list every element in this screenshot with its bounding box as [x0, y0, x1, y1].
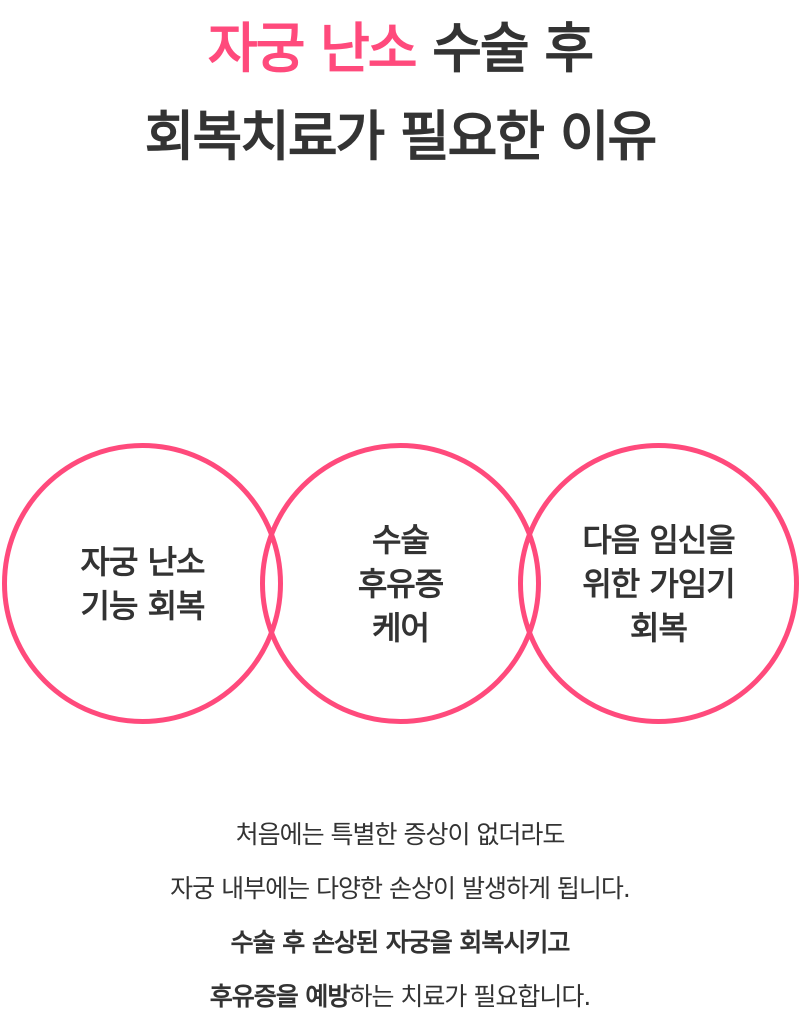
circle-label: 수술 후유증 케어: [357, 520, 444, 647]
circle-label: 다음 임신을 위한 가임기 회복: [582, 520, 735, 647]
description-bold-phrase: 후유증을 예방: [209, 982, 351, 1011]
title-highlight: 자궁 난소: [207, 17, 418, 80]
description-line-rest: 하는 치료가 필요합니다.: [349, 982, 591, 1011]
circle-aftereffect-care: 수술 후유증 케어: [260, 443, 541, 724]
circle-fertility-recovery: 다음 임신을 위한 가임기 회복: [518, 443, 799, 724]
description-line: 자궁 내부에는 다양한 손상이 발생하게 됩니다.: [170, 874, 631, 903]
title-rest: 수술 후: [415, 17, 594, 80]
description-line: 처음에는 특별한 증상이 없더라도: [235, 820, 566, 849]
page-title-line1: 자궁 난소 수술 후: [0, 4, 800, 83]
description: 처음에는 특별한 증상이 없더라도 자궁 내부에는 다양한 손상이 발생하게 됩…: [0, 808, 800, 1024]
page-title-line2: 회복치료가 필요한 이유: [144, 105, 657, 168]
description-bold-line: 수술 후 손상된 자궁을 회복시키고: [230, 928, 571, 957]
circle-uterus-ovary-recovery: 자궁 난소 기능 회복: [2, 443, 283, 724]
circle-label: 자궁 난소 기능 회복: [80, 542, 206, 625]
